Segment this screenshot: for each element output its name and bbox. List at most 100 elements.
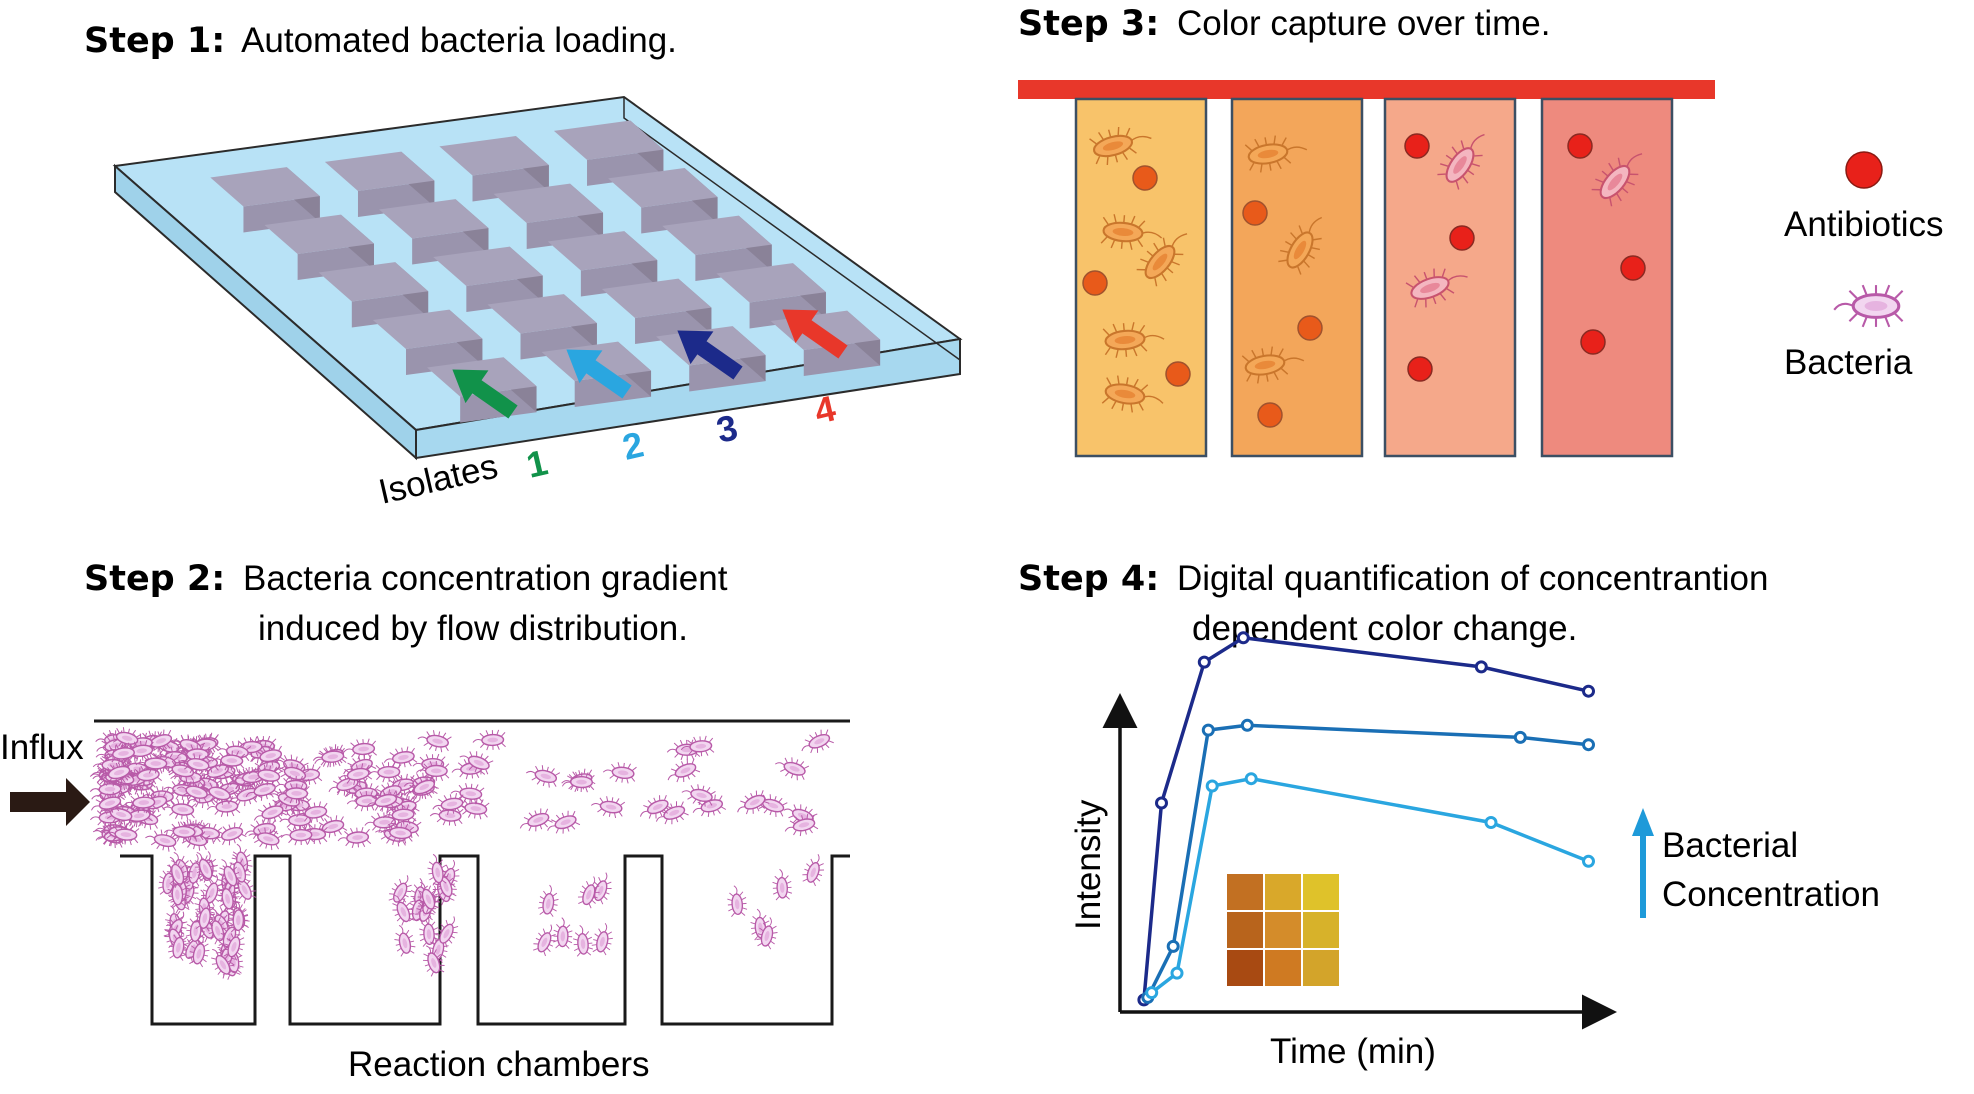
bacterial-concentration-label-2: Concentration — [1662, 875, 1880, 914]
series-point — [1145, 986, 1159, 1000]
chamber-18 — [662, 215, 772, 281]
color-swatch-grid — [1225, 872, 1341, 988]
color-swatch — [1301, 910, 1341, 950]
isolate-arrow-1 — [452, 369, 518, 419]
step2-panel: Step 2: Bacteria concentration gradient … — [0, 559, 850, 1084]
bacterium — [662, 755, 702, 789]
tube-antibiotic — [1580, 329, 1606, 355]
bacterium — [245, 823, 284, 853]
bacterium — [771, 867, 793, 901]
influx-arrow — [10, 778, 90, 826]
color-swatch — [1301, 872, 1341, 912]
series-point — [1582, 854, 1595, 868]
chart-x-label: Time (min) — [1270, 1032, 1436, 1071]
bacterium — [471, 728, 507, 752]
bacterium — [725, 884, 749, 918]
bacterium — [515, 805, 555, 837]
series-line-1 — [1142, 635, 1589, 1001]
isolate-arrow-3 — [677, 330, 743, 380]
chamber-13 — [547, 231, 658, 297]
color-swatch — [1301, 948, 1341, 988]
series-point — [1582, 738, 1595, 752]
step3-text: Color capture over time. — [1177, 4, 1550, 43]
tube-antibiotic — [1257, 402, 1283, 428]
microfluidic-chip — [112, 95, 963, 461]
step1-panel: Step 1: Automated bacteria loading. — [84, 21, 963, 512]
isolate-arrow-2 — [566, 349, 632, 399]
color-swatch — [1225, 948, 1265, 988]
step2-title-line1: Step 2: Bacteria concentration gradient — [84, 559, 728, 599]
color-swatch — [1263, 872, 1303, 912]
step2-text-line1: Bacteria concentration gradient — [243, 559, 728, 598]
series-point — [1244, 772, 1258, 786]
reaction-chambers-label: Reaction chambers — [348, 1045, 650, 1084]
tube-antibiotic — [1165, 361, 1191, 387]
step4-panel: Step 4: Digital quantification of concen… — [1018, 559, 1880, 1071]
chart-y-label: Intensity — [1069, 799, 1108, 930]
step3-panel: Step 3: Color capture over time. Antibio… — [1018, 4, 1944, 458]
tube-antibiotic — [1404, 133, 1430, 159]
series-point — [1484, 816, 1498, 829]
step1-text: Automated bacteria loading. — [241, 21, 677, 60]
color-swatch — [1225, 872, 1265, 912]
step3-heading: Step 3: — [1018, 4, 1159, 44]
bacterium — [679, 780, 717, 809]
isolates-label: Isolates — [375, 447, 501, 512]
chip-left-face — [114, 163, 417, 461]
color-swatch — [1263, 948, 1303, 988]
series-line-2 — [1146, 723, 1589, 999]
isolate-number-1: 1 — [523, 441, 552, 485]
bacterium — [536, 883, 562, 918]
bacterial-concentration-label-1: Bacterial — [1662, 826, 1798, 865]
isolate-arrow-4 — [782, 309, 848, 359]
reaction-tube-4 — [1540, 97, 1674, 458]
series-point — [1236, 631, 1250, 645]
series-point — [1240, 718, 1254, 732]
reaction-tube-3 — [1383, 97, 1517, 458]
channel-bottom-wall — [120, 854, 850, 1026]
tube-antibiotic — [1449, 225, 1475, 251]
series-point — [1201, 723, 1215, 737]
legend-bacteria-icon — [1832, 283, 1905, 329]
bacterium — [589, 920, 617, 957]
isolate-arrows — [452, 309, 848, 419]
legend-bacteria-label: Bacteria — [1784, 343, 1913, 382]
series-line-3 — [1150, 776, 1590, 994]
influx-label: Influx — [0, 728, 84, 767]
bacterium — [342, 737, 378, 761]
series-point — [1197, 655, 1211, 669]
step3-title: Step 3: Color capture over time. — [1018, 4, 1550, 44]
legend-antibiotics-label: Antibiotics — [1784, 205, 1944, 244]
intensity-chart: Intensity Time (min) — [1069, 631, 1617, 1071]
step4-title-line1: Step 4: Digital quantification of concen… — [1018, 559, 1768, 599]
bacterium — [530, 920, 562, 958]
legend-antibiotic-icon — [1845, 151, 1883, 189]
series-point — [1205, 779, 1219, 793]
color-swatch — [1263, 910, 1303, 950]
bacterium — [589, 793, 626, 820]
tube-antibiotic — [1620, 255, 1646, 281]
step2-heading: Step 2: — [84, 559, 225, 599]
bacterium — [311, 744, 348, 770]
tube-antibiotic — [1407, 356, 1433, 382]
flow-bacteria — [87, 723, 836, 982]
tube-antibiotic — [1082, 270, 1108, 296]
chip-rim — [623, 97, 961, 361]
step1-title: Step 1: Automated bacteria loading. — [84, 21, 677, 61]
bacterium — [771, 752, 811, 783]
series-point — [1582, 684, 1595, 698]
bacterium — [542, 807, 582, 839]
tube-contents — [1082, 118, 1655, 428]
bacterium — [336, 825, 372, 850]
series-point — [1155, 796, 1168, 810]
isolate-number-3: 3 — [713, 406, 742, 450]
bacterium — [571, 923, 595, 958]
bacterium — [552, 916, 574, 950]
step4-heading: Step 4: — [1018, 559, 1159, 599]
reaction-tubes — [1074, 97, 1674, 458]
step2-text-line2: induced by flow distribution. — [258, 609, 688, 648]
tube-antibiotic — [1242, 200, 1268, 226]
bacterium — [601, 759, 638, 785]
isolate-number-2: 2 — [619, 423, 648, 467]
